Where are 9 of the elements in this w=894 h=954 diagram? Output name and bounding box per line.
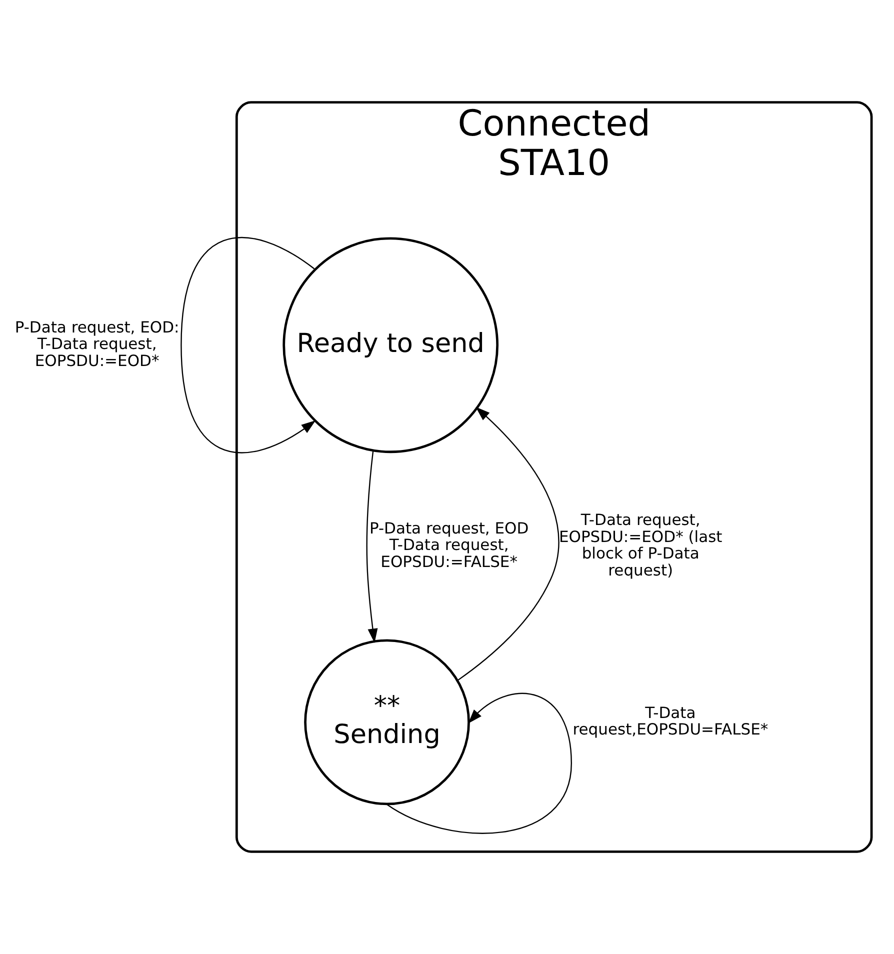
edge-label: P-Data request, EOD T-Data request, EOPSDU:=FALSE* bbox=[369, 520, 529, 571]
arrow bbox=[457, 406, 560, 681]
arrow bbox=[180, 237, 316, 454]
edge-label: T-Data request, EOPSDU:=EOD* (last block of P-Data request) bbox=[558, 511, 722, 580]
edge-label: P-Data request, EOD: T-Data request, EOPSDU:=EOD* bbox=[14, 318, 180, 370]
arrow bbox=[366, 450, 378, 643]
node-circle: ** Sending bbox=[304, 639, 470, 806]
node-circle: Ready to send bbox=[282, 237, 499, 454]
edge-label: T-Data request,EOPSDU=FALSE* bbox=[572, 704, 768, 739]
